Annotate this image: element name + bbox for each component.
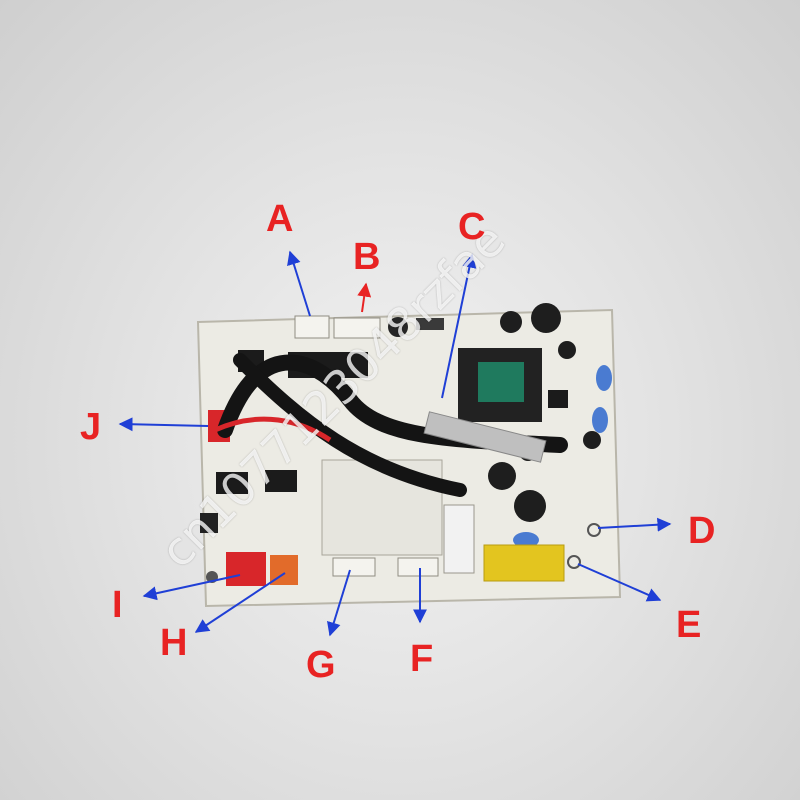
label-d: D <box>688 510 716 552</box>
capacitor-far-right <box>583 431 601 449</box>
capacitor-big-2 <box>500 311 522 333</box>
blue-capacitor-2 <box>592 407 608 433</box>
capacitor-top <box>388 317 408 337</box>
capacitor-small-right <box>558 341 576 359</box>
terminal-d <box>587 523 601 537</box>
yellow-capacitor-box <box>483 544 565 582</box>
arrow-i <box>142 574 241 601</box>
ic-chip-small <box>265 470 297 492</box>
capacitor-big-1 <box>531 303 561 333</box>
label-f: F <box>410 638 434 680</box>
wire-red <box>213 416 332 443</box>
arrow-b <box>357 282 372 313</box>
label-e: E <box>676 604 702 646</box>
arrow-a <box>287 250 311 317</box>
label-i: I <box>112 584 123 626</box>
connector-b <box>333 317 381 339</box>
connector-a <box>294 315 330 339</box>
blue-capacitor-1 <box>596 365 612 391</box>
arrow-e <box>577 563 662 602</box>
label-c: C <box>458 206 486 248</box>
header-strip <box>416 318 444 330</box>
arrow-g <box>327 569 351 637</box>
sensor-probe <box>423 411 547 463</box>
capacitor-low <box>514 490 546 522</box>
connector-f <box>397 557 439 577</box>
arrow-c <box>441 253 477 399</box>
arrow-d <box>597 517 672 532</box>
label-b: B <box>353 236 381 278</box>
ic-chip-mid <box>216 472 248 494</box>
capacitor-mid <box>488 462 516 490</box>
label-j: J <box>80 406 102 448</box>
connector-g <box>332 557 376 577</box>
fuse-holder <box>443 504 475 574</box>
terminal-e <box>567 555 581 569</box>
transformer-core <box>478 362 524 402</box>
blue-capacitor-3 <box>513 532 539 548</box>
arrow-h <box>194 572 286 633</box>
ic-chip-right <box>548 390 568 408</box>
arrow-j <box>118 417 209 432</box>
label-g: G <box>306 644 336 686</box>
label-a: A <box>266 198 294 240</box>
transistor <box>200 513 218 533</box>
wire-bundle-black-2 <box>233 353 467 497</box>
label-h: H <box>160 622 188 664</box>
connector-i-red <box>226 552 266 586</box>
